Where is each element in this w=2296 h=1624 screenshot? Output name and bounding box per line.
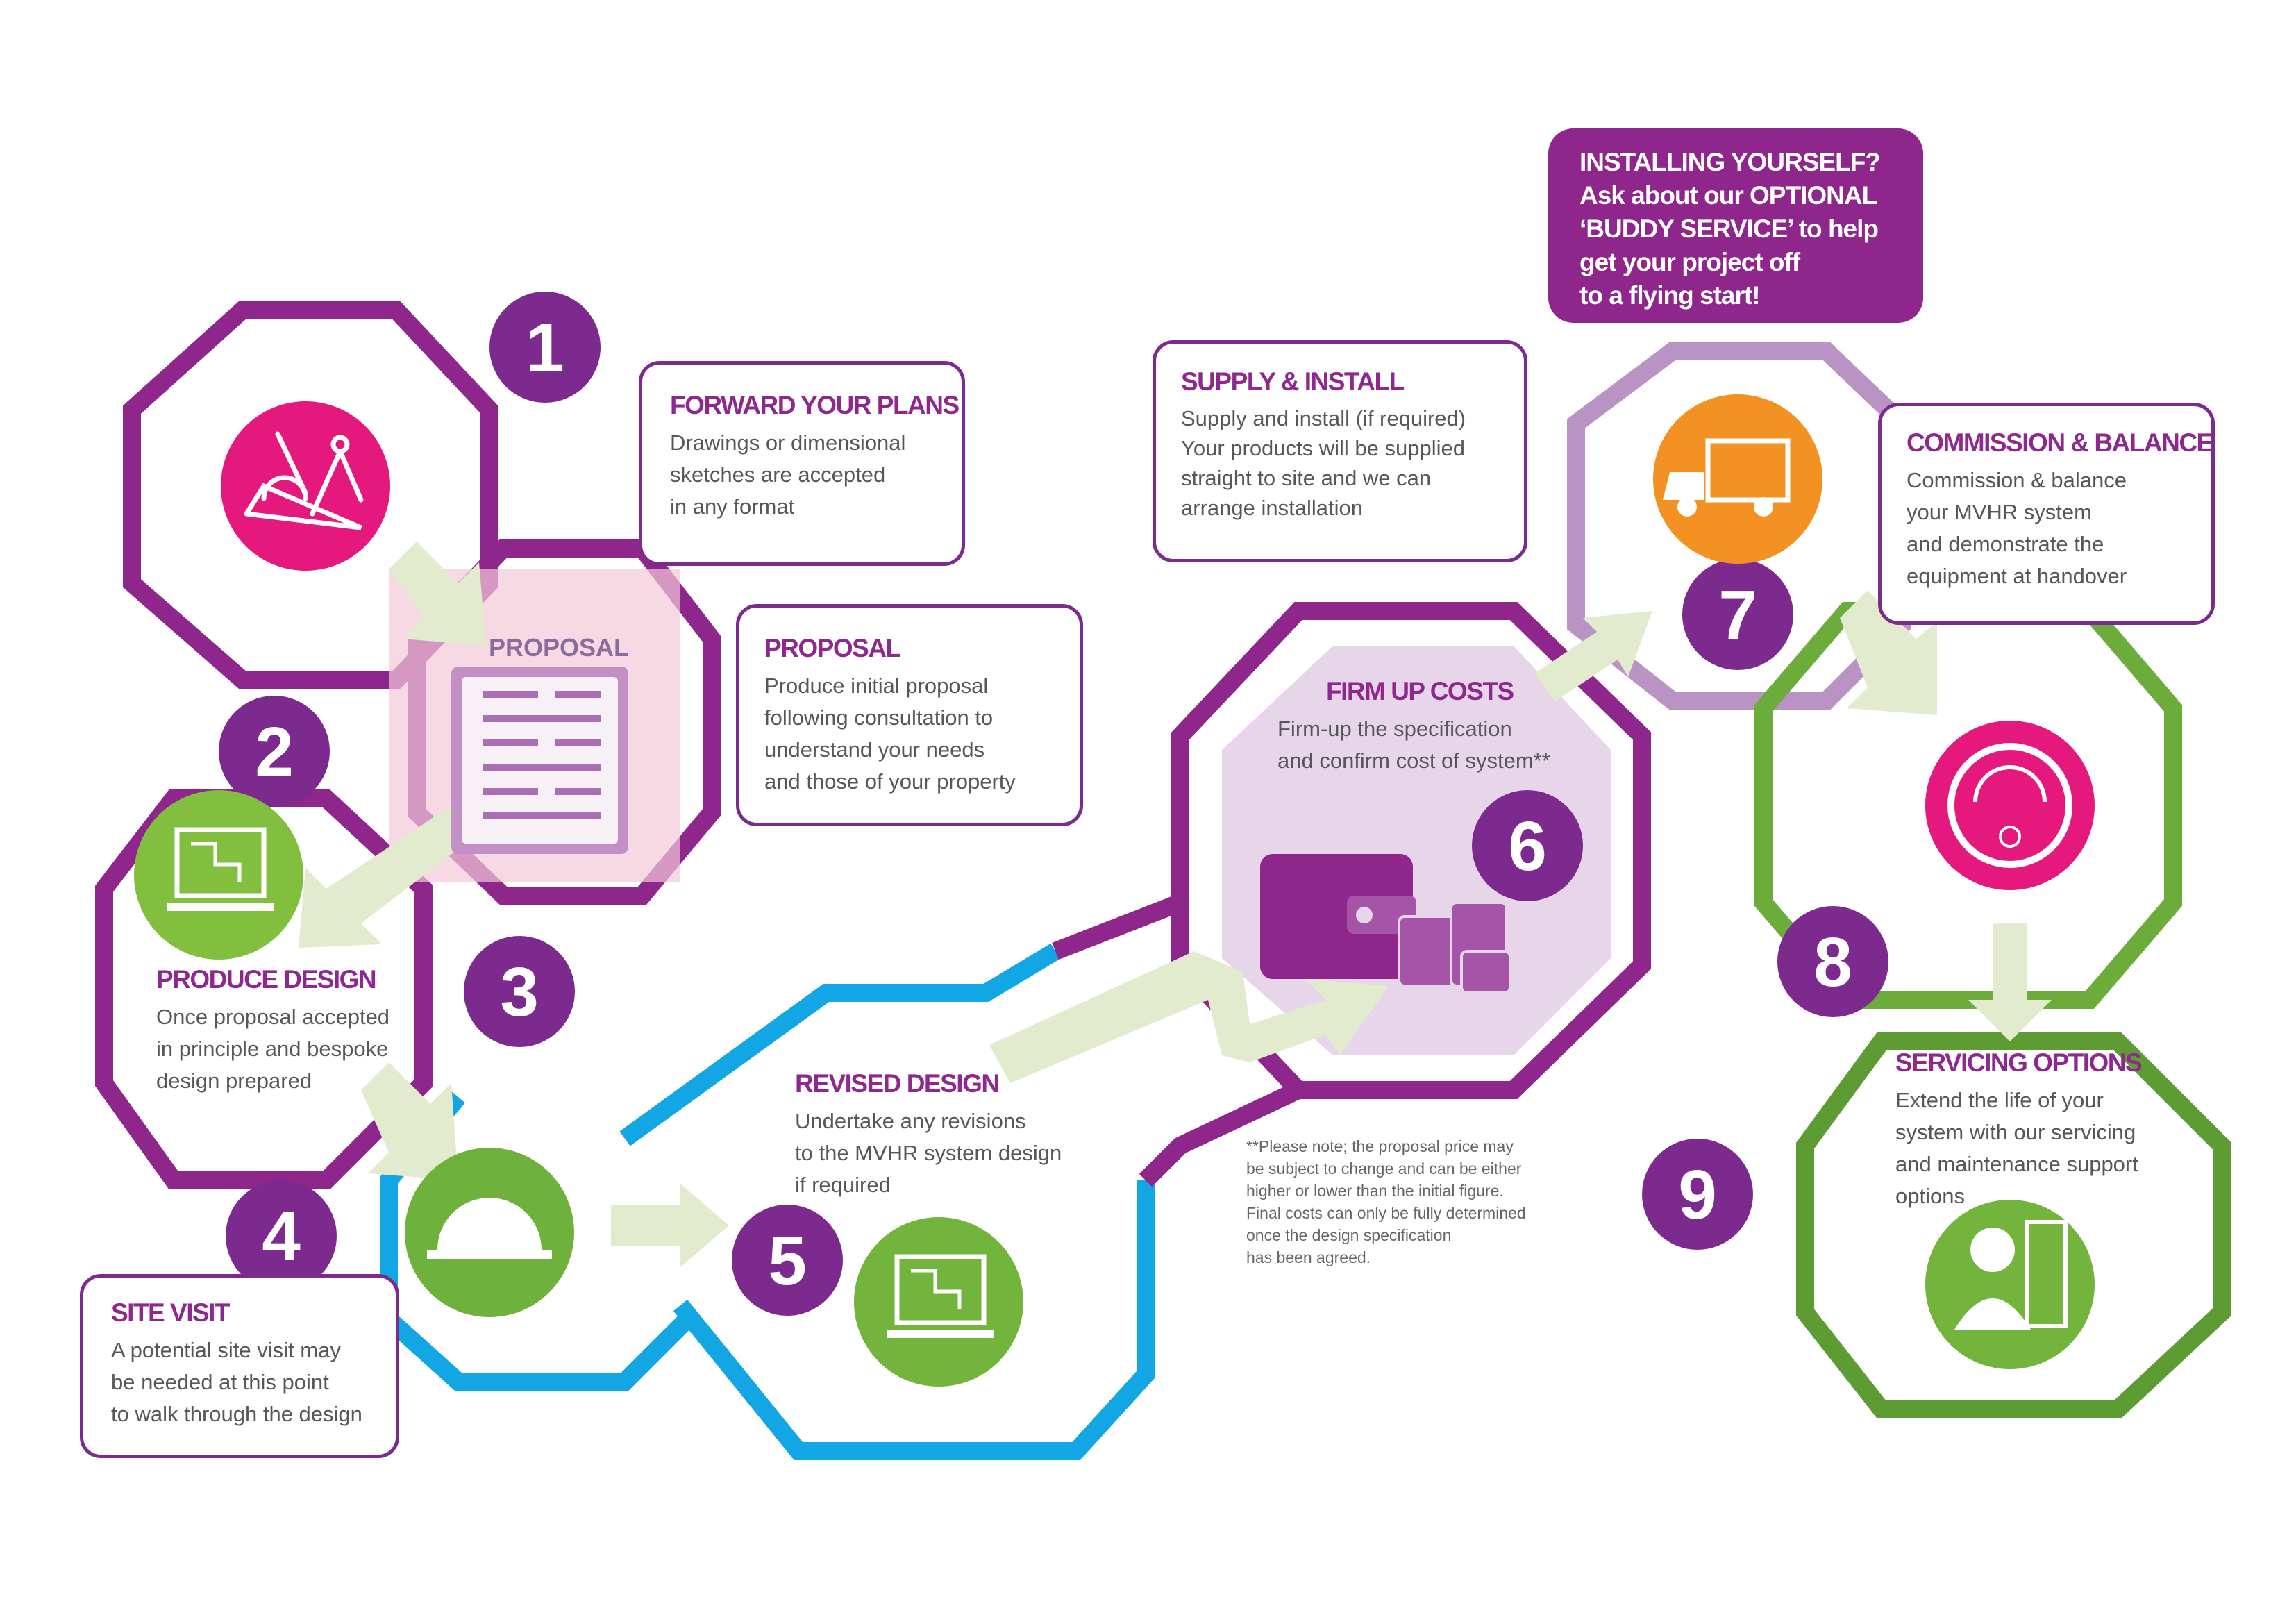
computer-design-icon-2 [854,1217,1023,1387]
step-1-text: Drawings or dimensional sketches are acc… [670,430,906,519]
track-purple-link-5-6b [1139,1082,1302,1187]
step-8-card: COMMISSION & BALANCE Commission & balanc… [1878,403,2215,625]
step-3-text: Once proposal accepted in principle and … [156,1005,390,1093]
step-3-title: PRODUCE DESIGN [156,965,377,994]
step-7-card: SUPPLY & INSTALL Supply and install (if … [1153,340,1527,562]
step-8-number-circle [1777,906,1888,1017]
step-1-number-circle [489,292,601,403]
step-6-text: Firm-up the specification and confirm co… [1277,717,1550,773]
step-9-text-block: SERVICING OPTIONS Extend the life of you… [1895,1048,2187,1212]
step-3-number: 3 [500,953,539,1031]
step-2-title: PROPOSAL [764,634,901,662]
track-purple-link-5-6 [1052,894,1184,960]
step-4-number-circle [226,1180,337,1291]
step-6-title: FIRM UP COSTS [1326,677,1514,705]
step-5-title: REVISED DESIGN [795,1069,1000,1098]
track-blue-step5b [673,1180,1155,1460]
drawing-tools-icon [221,401,390,571]
step-9-title: SERVICING OPTIONS [1895,1048,2143,1077]
step-9-number: 9 [1678,1156,1717,1234]
step-6-text-block: FIRM UP COSTS Firm-up the specification … [1277,677,1597,777]
truck-icon [1653,394,1822,564]
step-2-card: PROPOSAL Produce initial proposal follow… [736,604,1083,826]
step-8-title: COMMISSION & BALANCE [1907,428,2213,457]
step-6-number-circle [1472,790,1583,901]
step-4-title: SITE VISIT [111,1298,231,1327]
arrow-4-to-5 [611,1184,729,1267]
step-8-text: Commission & balance your MVHR system an… [1907,468,2127,588]
step-3-text-block: PRODUCE DESIGN Once proposal accepted in… [156,965,420,1097]
cost-footnote: **Please note; the proposal price may be… [1246,1137,1526,1266]
step-2-text: Produce initial proposal following consu… [764,673,1016,794]
step-1-number: 1 [526,309,564,387]
step-2-number: 2 [255,713,294,791]
arrow-1-to-2 [389,542,486,646]
arrow-2-to-3 [299,805,479,948]
arrow-7-to-8 [1840,590,1937,715]
track-blue-step5 [619,943,1060,1146]
track-octagon-step9 [1796,1032,2231,1418]
step-5-text-block: REVISED DESIGN Undertake any revisions t… [795,1069,1087,1201]
step-2-number-circle [219,696,330,807]
wallet-coins-icon [1260,854,1511,994]
flow-arrows [299,542,2052,1267]
arrow-8-to-9 [1968,923,2052,1041]
step-4-text: A potential site visit may be needed at … [111,1338,362,1426]
step-4-number: 4 [262,1198,301,1275]
hard-hat-icon [405,1148,574,1317]
proposal-document-label: PROPOSAL [489,633,629,662]
step-7-number: 7 [1718,576,1757,654]
step-3-number-circle [464,936,575,1047]
arrow-6-to-7 [1534,611,1652,701]
engineer-icon [1925,1200,2095,1369]
step-7-number-circle [1682,559,1793,670]
step-1-card: FORWARD YOUR PLANS Drawings or dimension… [639,361,965,566]
step-9-number-circle [1642,1139,1753,1250]
track-octagon-step3 [95,789,433,1189]
step-9-text: Extend the life of your system with our … [1895,1088,2138,1208]
buddy-service-callout: INSTALLING YOURSELF? Ask about our OPTIO… [1548,128,1923,323]
step-5-number-circle [732,1205,843,1316]
arrow-5-to-6 [989,951,1389,1083]
step-1-title: FORWARD YOUR PLANS [670,391,960,419]
step-6-number: 6 [1508,807,1547,885]
step-7-title: SUPPLY & INSTALL [1181,367,1405,396]
computer-design-icon [134,790,303,960]
track-octagon-step7 [1567,342,1911,710]
step-4-card: SITE VISIT A potential site visit may be… [80,1274,399,1458]
track-octagon-step8 [1754,602,2182,1009]
proposal-document-icon: PROPOSAL [451,633,629,854]
step-5-text: Undertake any revisions to the MVHR syst… [795,1109,1062,1197]
track-octagon-step6 [1171,602,1651,1099]
step-7-text: Supply and install (if required) Your pr… [1181,406,1466,520]
step-8-number: 8 [1813,923,1852,1001]
arrow-3-to-4 [361,1062,458,1180]
step-5-number: 5 [768,1222,807,1300]
gauge-meter-icon [1925,721,2095,890]
